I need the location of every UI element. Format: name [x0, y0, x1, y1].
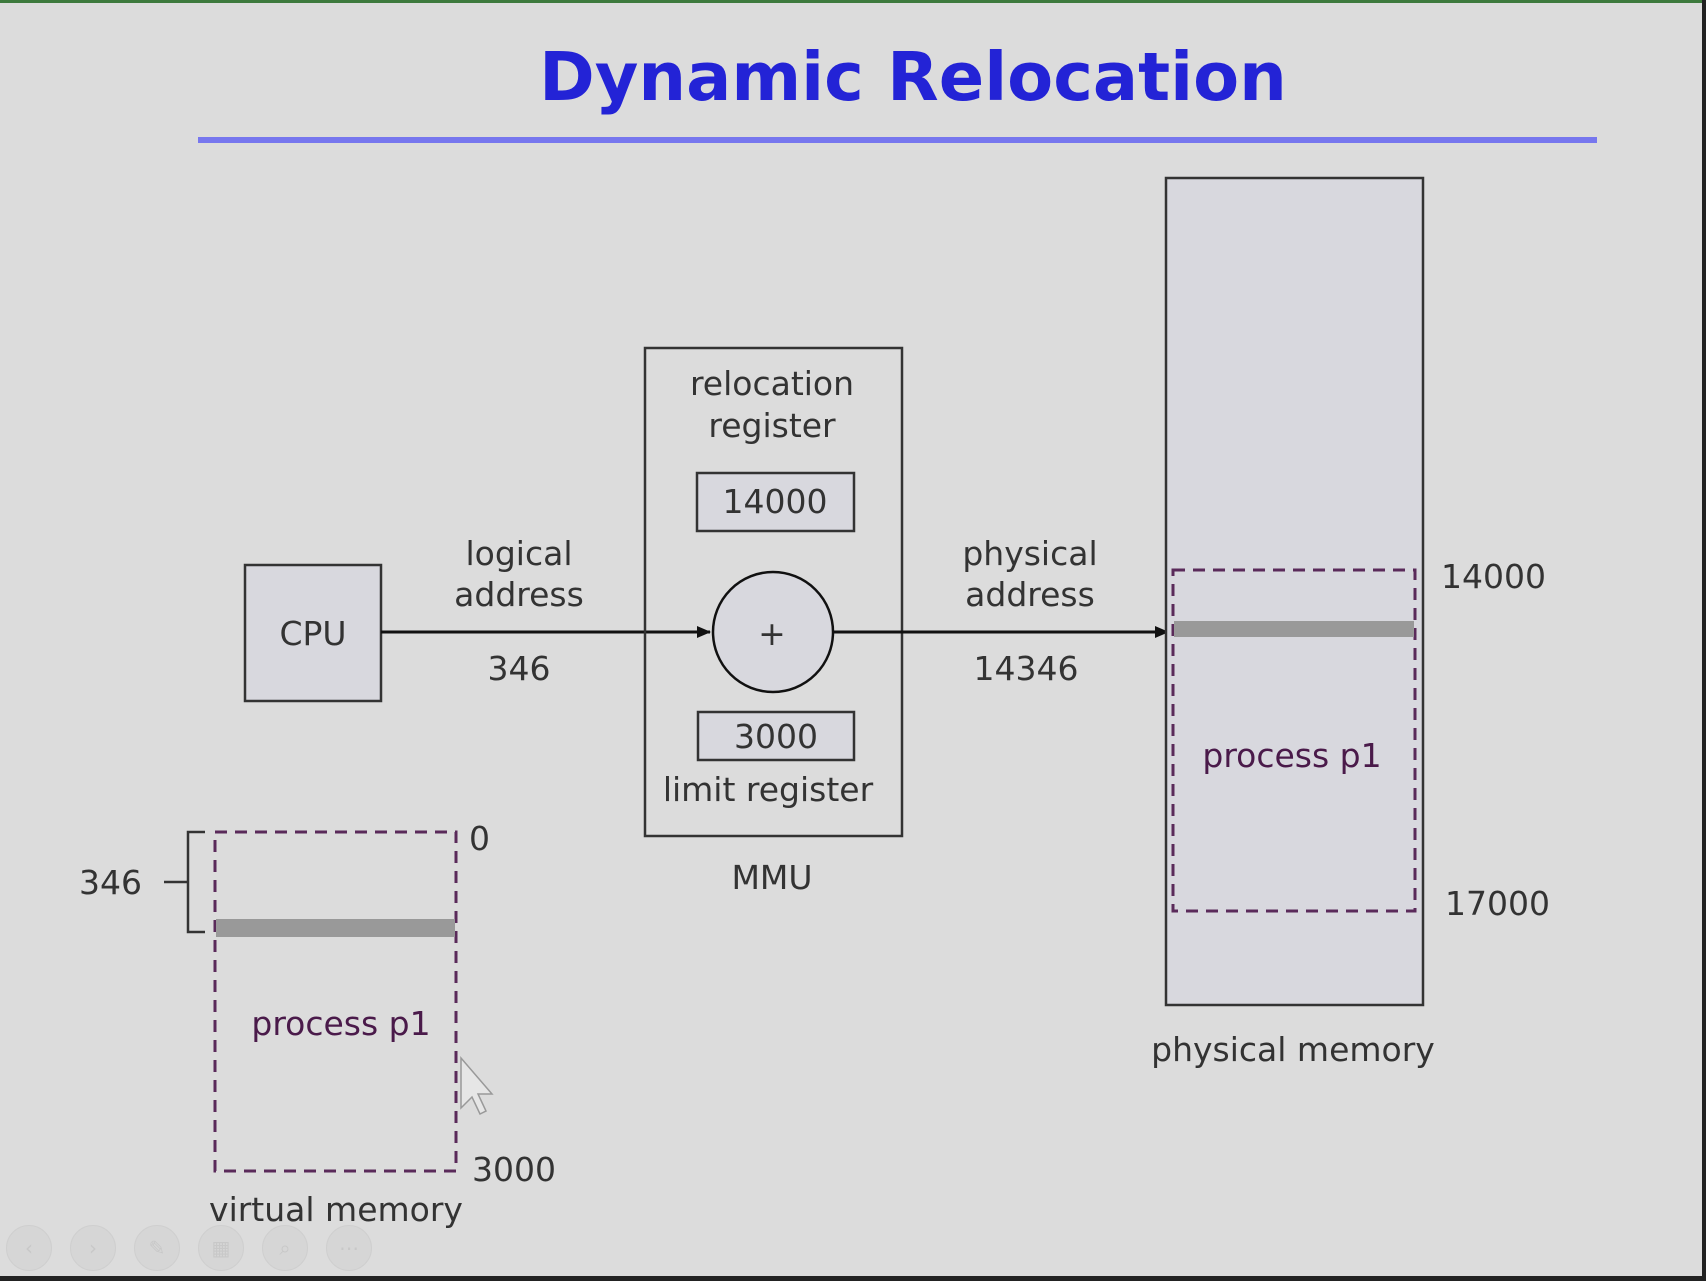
physical-memory-label: physical memory — [1151, 1030, 1435, 1069]
virtual-memory-label: virtual memory — [209, 1190, 463, 1229]
back-icon[interactable]: ‹ — [6, 1225, 52, 1271]
virtual-access-bar — [216, 919, 455, 937]
virtual-start-address: 0 — [469, 819, 490, 858]
limit-register-box — [696, 710, 856, 762]
zoom-icon[interactable]: ⌕ — [262, 1225, 308, 1271]
relocation-register-box — [695, 471, 856, 533]
physical-access-bar — [1174, 621, 1414, 637]
relocation-register-label-line2: register — [708, 406, 836, 445]
more-icon[interactable]: ⋯ — [326, 1225, 372, 1271]
slide-title: Dynamic Relocation — [539, 38, 1287, 116]
physical-memory-box: process p1 — [1164, 176, 1425, 1007]
adder-symbol: + — [758, 614, 786, 653]
logical-address-label-line1: logical — [465, 534, 572, 573]
virtual-process-label: process p1 — [251, 1004, 430, 1043]
limit-register-value: 3000 — [734, 717, 818, 756]
cpu-box: CPU — [243, 563, 383, 703]
virtual-offset-label: 346 — [79, 863, 142, 902]
physical-address-label-line2: address — [965, 575, 1095, 614]
window-top-border — [0, 0, 1706, 3]
logical-address-label-line2: address — [454, 575, 584, 614]
physical-process-region — [1171, 568, 1417, 913]
virtual-memory-box: process p1 — [213, 830, 458, 1173]
mouse-cursor-icon — [460, 1055, 494, 1116]
virtual-process-region — [213, 830, 458, 1173]
physical-address-label-line1: physical — [962, 534, 1097, 573]
forward-icon[interactable]: › — [70, 1225, 116, 1271]
mmu-label: MMU — [731, 858, 812, 897]
relocation-register-value: 14000 — [723, 482, 828, 521]
offset-bracket — [164, 830, 205, 934]
cpu-label: CPU — [279, 614, 346, 653]
mmu-box: relocation register 14000 + 3000 limit r… — [643, 346, 904, 838]
window-right-border — [1702, 0, 1706, 1281]
physical-address-value: 14346 — [974, 649, 1079, 688]
slides-icon[interactable]: ▦ — [198, 1225, 244, 1271]
title-underline — [198, 137, 1597, 143]
relocation-register-label-line1: relocation — [690, 364, 854, 403]
slide-navigation: ‹ › ✎ ▦ ⌕ ⋯ — [6, 1225, 372, 1271]
physical-process-label: process p1 — [1202, 736, 1381, 775]
physical-end-address: 17000 — [1445, 884, 1550, 923]
logical-address-value: 346 — [488, 649, 551, 688]
window-bottom-border — [0, 1276, 1706, 1281]
limit-register-label: limit register — [663, 770, 874, 809]
virtual-end-address: 3000 — [472, 1150, 556, 1189]
pen-icon[interactable]: ✎ — [134, 1225, 180, 1271]
physical-start-address: 14000 — [1441, 557, 1546, 596]
